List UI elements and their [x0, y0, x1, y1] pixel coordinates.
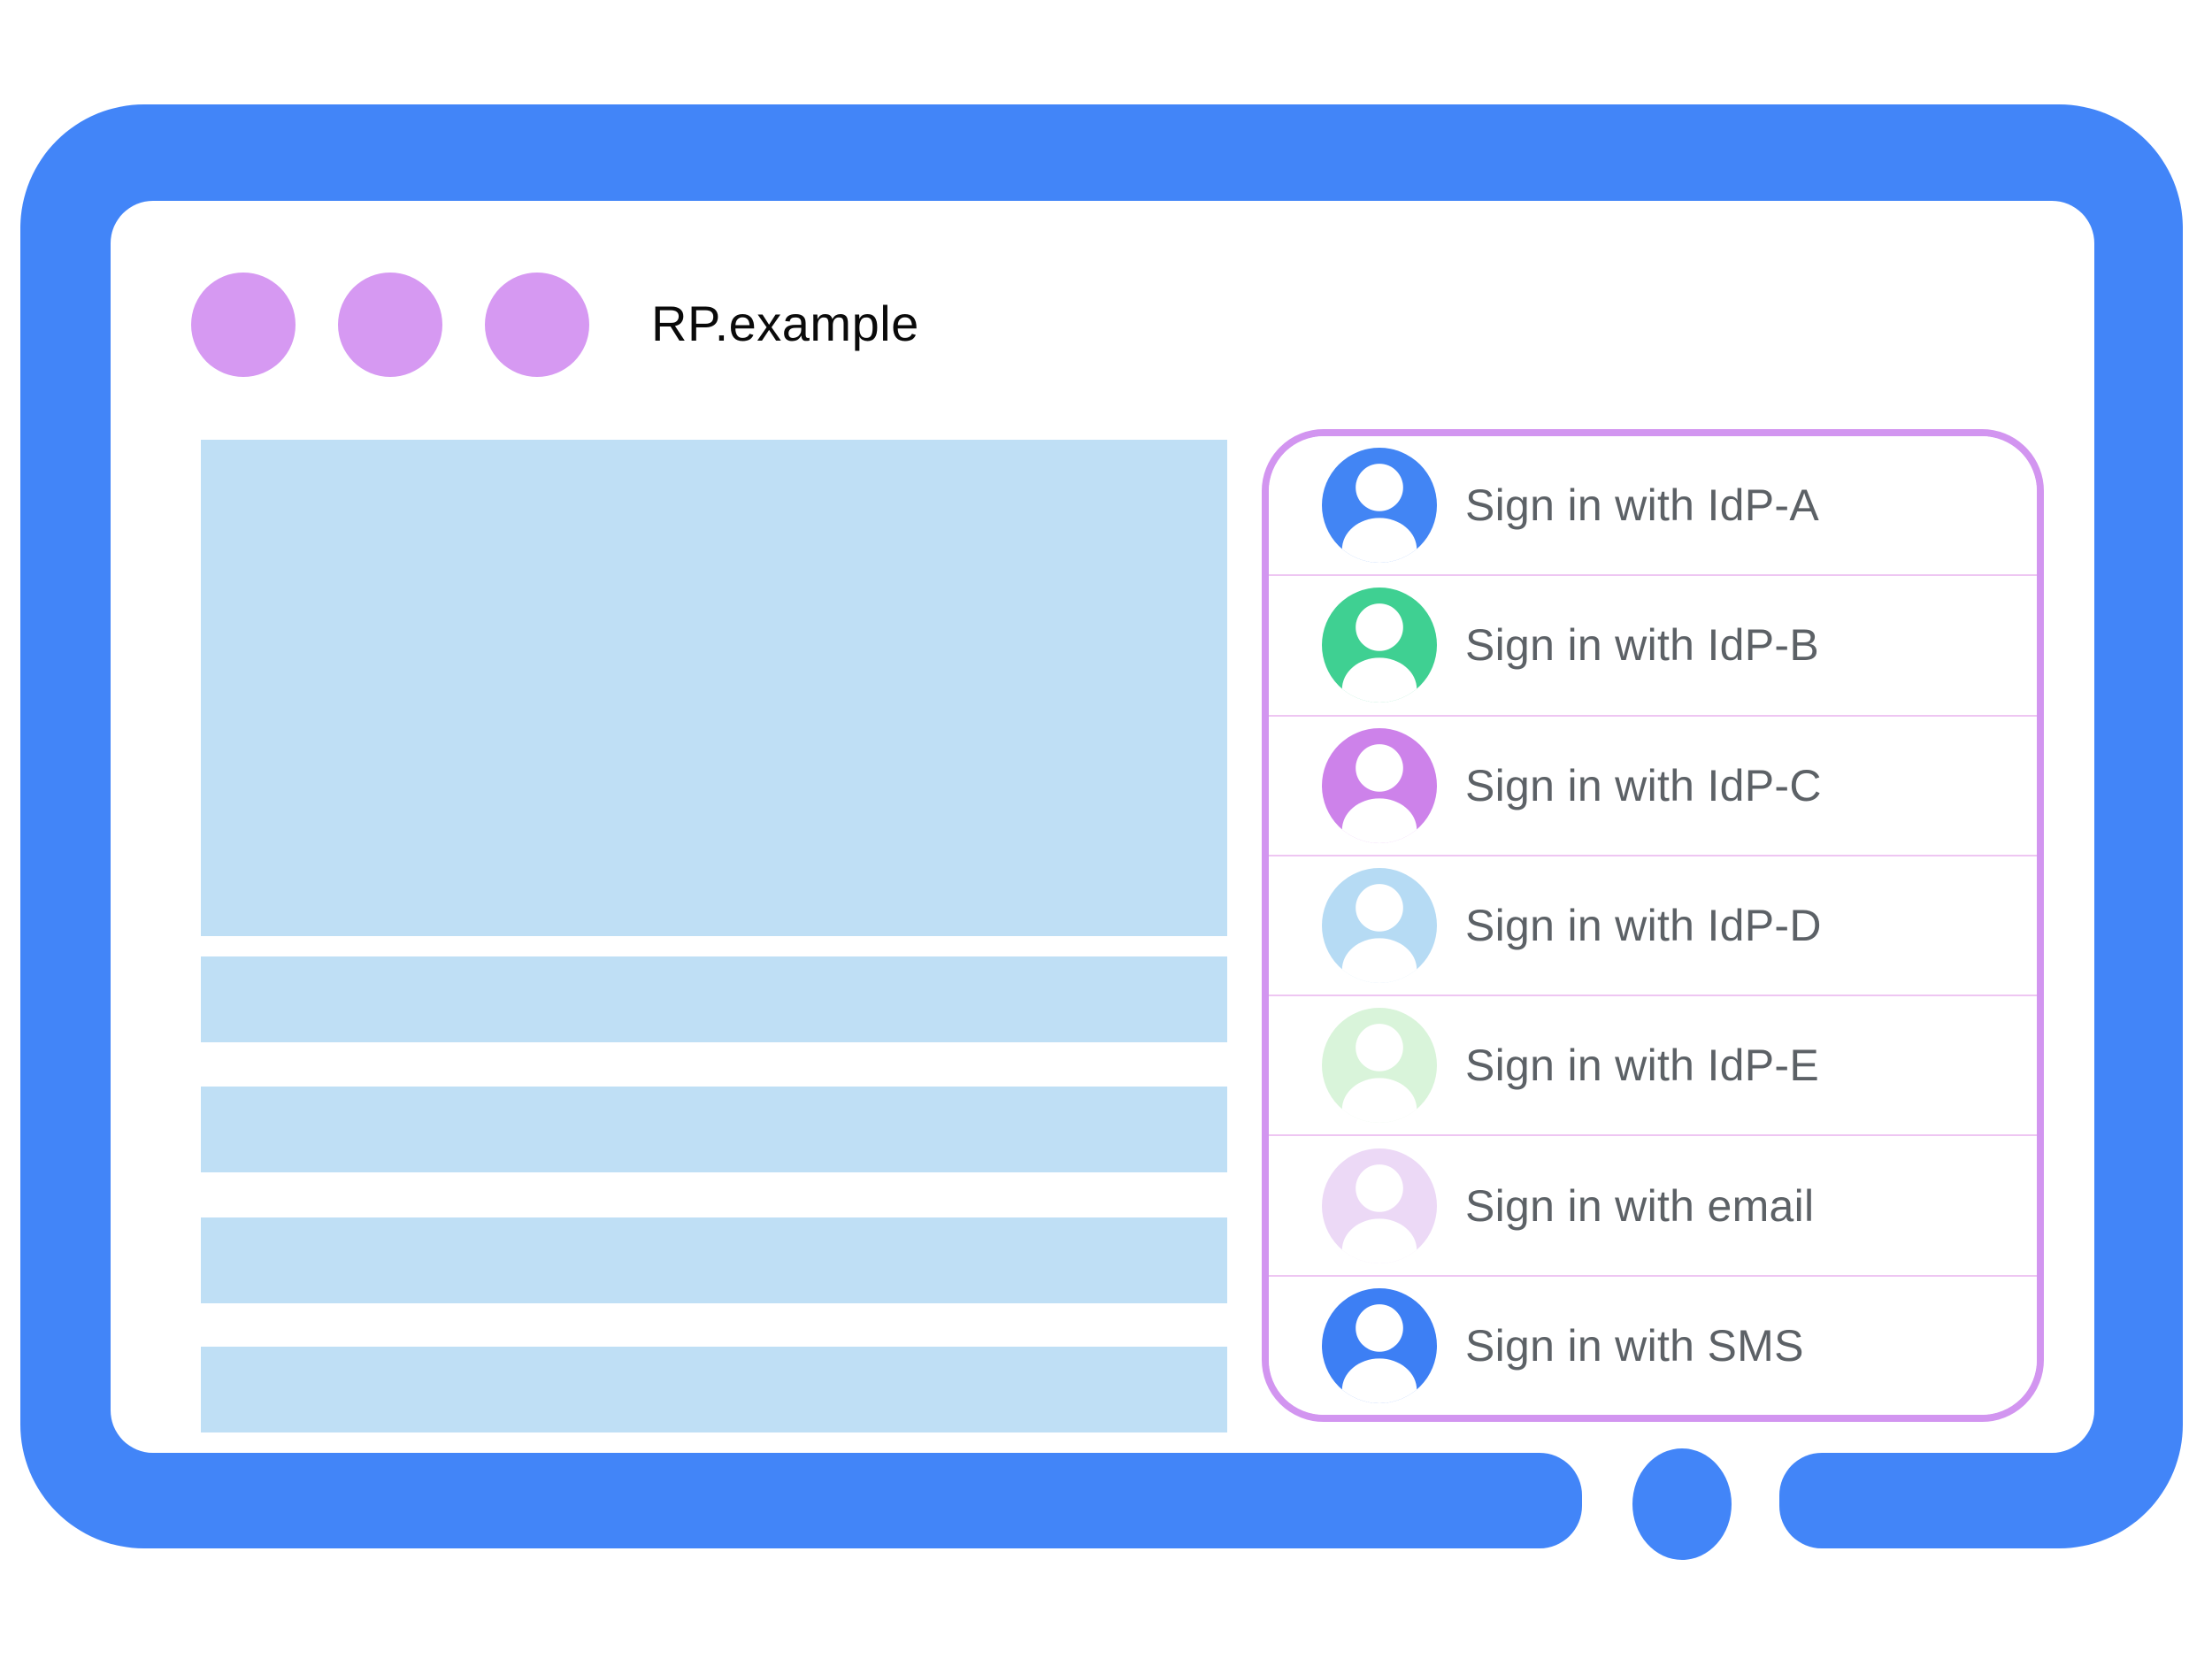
- signin-option-label: Sign in with IdP-D: [1465, 900, 1822, 950]
- person-icon: [1322, 588, 1437, 703]
- person-icon: [1322, 1287, 1437, 1403]
- window-control-dot[interactable]: [485, 273, 589, 377]
- home-button[interactable]: [1632, 1448, 1732, 1560]
- signin-panel: Sign in with IdP-A Sign in with IdP-B: [1262, 429, 2044, 1422]
- signin-option-sms[interactable]: Sign in with SMS: [1269, 1274, 2037, 1415]
- content-placeholder-line: [201, 1347, 1227, 1432]
- content-placeholder-line: [201, 956, 1227, 1042]
- content-placeholder-line: [201, 1087, 1227, 1172]
- content-placeholder-hero: [201, 440, 1227, 936]
- signin-option-label: Sign in with email: [1465, 1180, 1815, 1231]
- signin-option-label: Sign in with SMS: [1465, 1320, 1804, 1371]
- content-placeholder-line: [201, 1217, 1227, 1303]
- person-icon: [1322, 727, 1437, 843]
- signin-option-label: Sign in with IdP-C: [1465, 760, 1822, 810]
- signin-option-label: Sign in with IdP-A: [1465, 480, 1820, 531]
- site-title: RP.example: [651, 296, 919, 352]
- window-control-dot[interactable]: [338, 273, 442, 377]
- person-icon: [1322, 1148, 1437, 1263]
- signin-option-email[interactable]: Sign in with email: [1269, 1134, 2037, 1275]
- signin-option-label: Sign in with IdP-E: [1465, 1041, 1820, 1091]
- signin-option-idp-d[interactable]: Sign in with IdP-D: [1269, 854, 2037, 995]
- window-controls: [191, 273, 589, 377]
- signin-option-idp-c[interactable]: Sign in with IdP-C: [1269, 714, 2037, 855]
- person-icon: [1322, 448, 1437, 564]
- frame-bottom-bar-left-end: [1502, 1453, 1582, 1548]
- person-icon: [1322, 1008, 1437, 1124]
- signin-option-idp-b[interactable]: Sign in with IdP-B: [1269, 574, 2037, 715]
- signin-option-idp-e[interactable]: Sign in with IdP-E: [1269, 995, 2037, 1135]
- signin-option-idp-a[interactable]: Sign in with IdP-A: [1269, 436, 2037, 575]
- frame-bottom-bar-right-end: [1779, 1453, 1859, 1548]
- window-control-dot[interactable]: [191, 273, 296, 377]
- signin-option-label: Sign in with IdP-B: [1465, 620, 1820, 671]
- person-icon: [1322, 867, 1437, 983]
